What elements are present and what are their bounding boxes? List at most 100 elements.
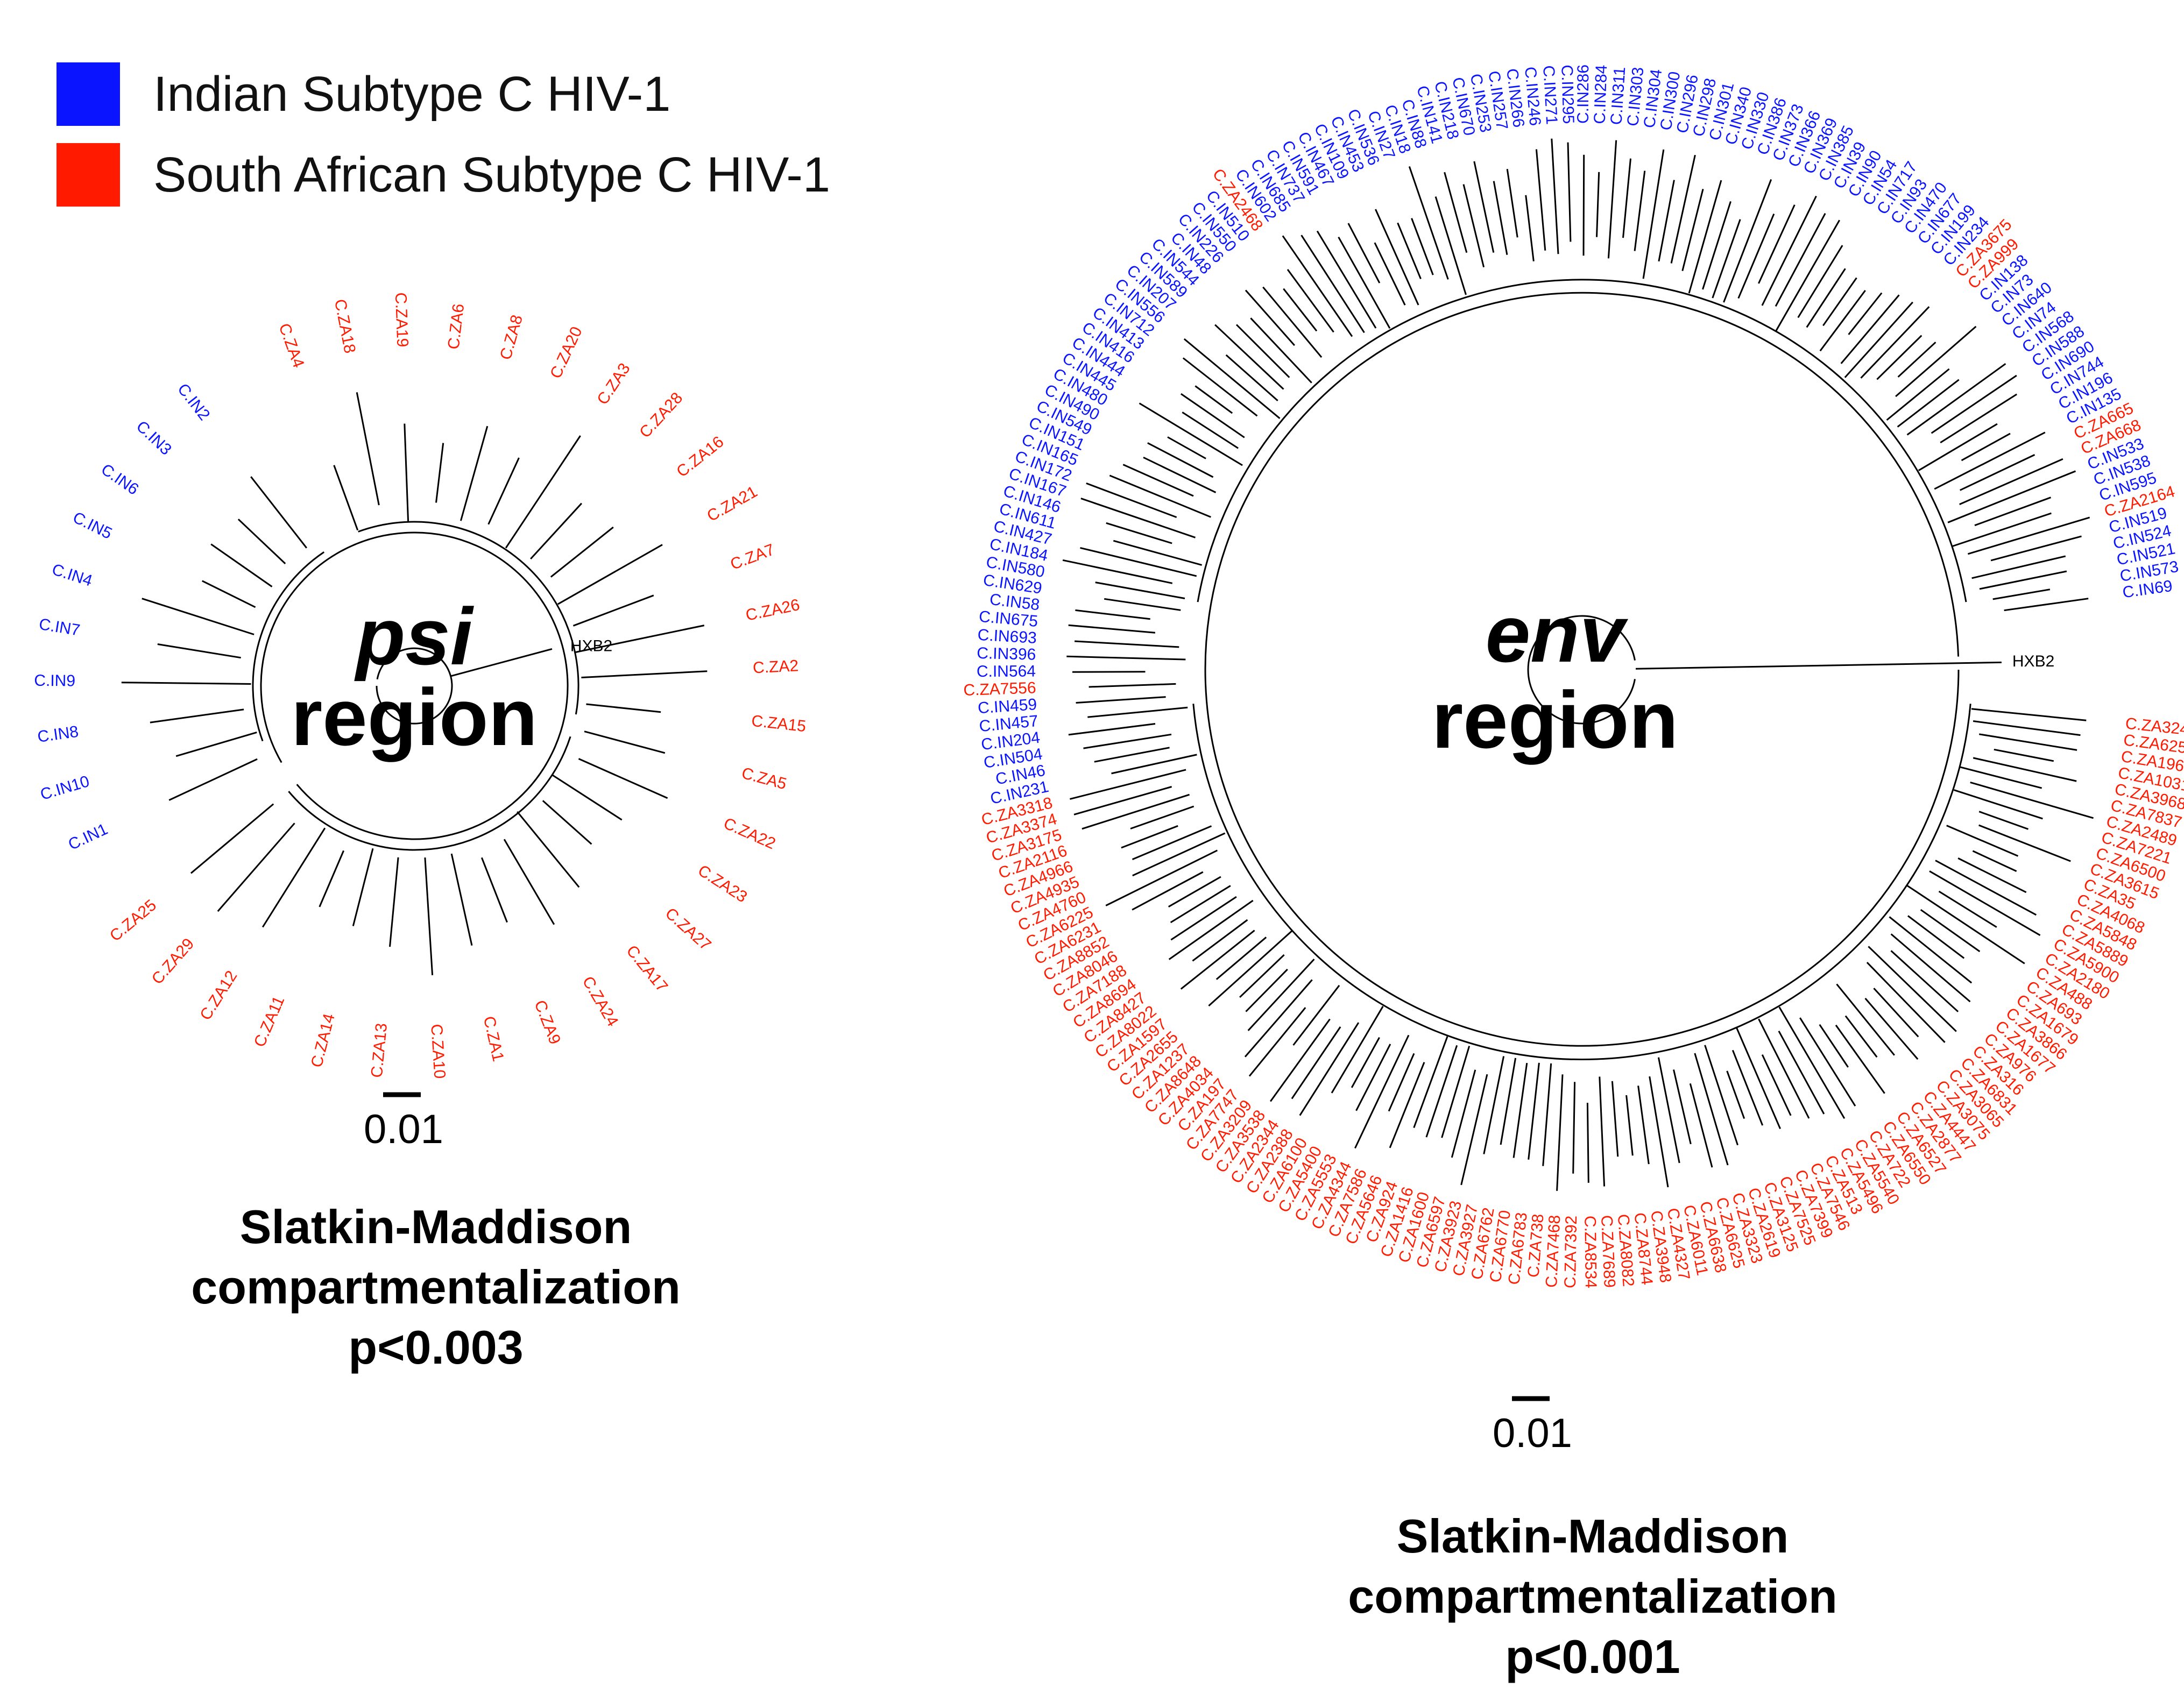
- env-branch: [1245, 968, 1288, 1012]
- env-branch: [1634, 171, 1646, 251]
- env-branch: [1973, 720, 2081, 736]
- tip-label: C.ZA5: [740, 764, 789, 793]
- env-branch: [1462, 184, 1485, 268]
- env-branch: [1978, 811, 2029, 830]
- env-branch: [1978, 733, 2077, 751]
- env-branch: [1354, 1034, 1410, 1149]
- psi-backbone-arc: [260, 531, 569, 840]
- env-branch: [1978, 824, 2071, 862]
- tip-label: C.ZA26: [744, 596, 801, 625]
- psi-branch: [517, 811, 580, 888]
- tip-label: C.IN3: [133, 417, 175, 459]
- env-branch: [1106, 522, 1172, 544]
- env-stat-method: Slatkin-Maddison: [1396, 1509, 1789, 1563]
- env-branch: [1389, 1062, 1425, 1148]
- env-branch: [1130, 805, 1195, 829]
- env-branch: [1649, 1076, 1669, 1188]
- psi-branch: [503, 839, 555, 925]
- env-branch: [1095, 581, 1185, 599]
- env-branch: [1122, 464, 1194, 497]
- env-branch: [1375, 209, 1419, 306]
- tip-label: C.ZA28: [636, 389, 686, 441]
- env-branch: [1778, 1006, 1846, 1119]
- psi-branch: [487, 457, 520, 525]
- tip-label: C.ZA24: [579, 973, 622, 1029]
- tip-label: C.ZA22: [721, 814, 778, 853]
- env-branch: [1183, 338, 1281, 419]
- env-branch: [1876, 335, 1923, 380]
- env-branch: [1287, 269, 1334, 333]
- tip-label: C.ZA8: [497, 313, 526, 362]
- psi-center-region: region: [291, 672, 538, 762]
- psi-stat-test: compartmentalization: [191, 1260, 681, 1314]
- psi-center-label: psi: [354, 591, 475, 682]
- env-branch: [1973, 757, 2077, 782]
- psi-stat-pvalue: p<0.003: [348, 1321, 524, 1374]
- env-branch: [1460, 1074, 1488, 1186]
- psi-branch: [480, 857, 508, 923]
- env-branch: [1946, 825, 2019, 857]
- env-scale-label: 0.01: [1493, 1410, 1572, 1456]
- tip-label: C.ZA13: [368, 1023, 391, 1079]
- env-branch: [1806, 268, 1846, 328]
- psi-scale-label: 0.01: [364, 1107, 443, 1152]
- env-branch: [1411, 218, 1434, 275]
- psi-branch: [584, 731, 666, 754]
- env-branch: [1292, 984, 1340, 1046]
- env-branch: [1761, 195, 1817, 306]
- tip-label: C.ZA14: [308, 1012, 338, 1069]
- tip-label: C.ZA3: [593, 360, 634, 408]
- tip-label: C.IN4: [50, 561, 95, 590]
- env-branch: [1704, 1045, 1738, 1146]
- env-branch: [1970, 781, 2094, 819]
- tip-label: C.IN2: [174, 380, 213, 424]
- tip-label: C.IN10: [38, 772, 91, 804]
- env-branch: [1506, 168, 1518, 238]
- psi-root-arc: [376, 647, 453, 725]
- tip-label: C.IN6: [98, 460, 142, 499]
- env-branch: [1967, 516, 2090, 555]
- tip-label: C.IN5: [70, 508, 115, 543]
- psi-branch: [168, 758, 258, 801]
- psi-branch: [450, 853, 473, 946]
- env-branch: [1262, 286, 1323, 358]
- env-branch: [1947, 470, 2076, 523]
- env-branch: [1702, 201, 1731, 290]
- psi-branch: [142, 598, 255, 635]
- env-branch: [1952, 512, 2052, 547]
- env-branch: [1111, 754, 1197, 775]
- env-branch: [1670, 154, 1696, 264]
- env-branch: [1736, 1027, 1781, 1129]
- env-branch: [1073, 786, 1172, 815]
- tip-label: C.ZA7: [728, 541, 777, 573]
- psi-branch: [574, 625, 705, 654]
- env-branch: [1283, 288, 1318, 332]
- tip-label: C.IN311: [1607, 66, 1629, 125]
- env-branch: [1906, 363, 2006, 436]
- env-branch: [1075, 609, 1150, 620]
- tip-label: C.ZA10: [427, 1024, 448, 1080]
- tip-label: C.ZA11: [251, 994, 288, 1049]
- env-branch: [1351, 1037, 1380, 1088]
- env-branch: [1694, 1053, 1729, 1166]
- env-branch: [1182, 357, 1258, 417]
- tip-label: C.IN284: [1591, 65, 1611, 124]
- psi-branch: [435, 443, 444, 503]
- env-branch: [1974, 497, 2052, 527]
- env-branch: [1957, 857, 2027, 893]
- tip-label: C.ZA21: [704, 483, 761, 525]
- env-branch: [1726, 1070, 1745, 1119]
- env-branch: [1971, 708, 2087, 721]
- psi-branch: [150, 708, 244, 724]
- env-branch: [1444, 172, 1468, 253]
- env-branch: [1567, 142, 1572, 242]
- env-branch: [1247, 959, 1315, 1031]
- env-branch: [1500, 1058, 1517, 1145]
- env-branch: [1170, 885, 1231, 924]
- env-branch: [1170, 896, 1237, 941]
- env-branch: [1960, 454, 2035, 491]
- env-branch: [1775, 219, 1841, 331]
- env-branch: [1836, 983, 1895, 1056]
- tip-label: C.IN295: [1558, 65, 1577, 124]
